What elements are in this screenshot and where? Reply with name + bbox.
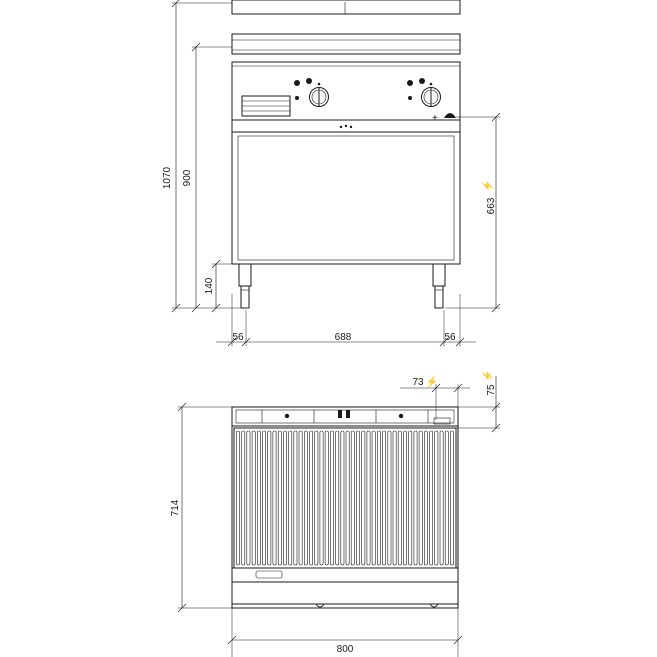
front-handle — [255, 570, 283, 579]
grill-bar — [392, 430, 397, 566]
dim-connection-y-label: 75 — [486, 384, 497, 396]
grill-bar — [309, 430, 314, 566]
grill-bar — [283, 430, 287, 566]
grill-bar — [376, 430, 381, 566]
front-view: + 1070 — [162, 0, 501, 347]
rear-control-strip — [231, 406, 459, 427]
grill-bar — [408, 430, 413, 566]
grill-bar — [429, 430, 434, 566]
electric-symbol-top: ⚡ — [426, 375, 438, 388]
dim-depth-label: 714 — [170, 499, 181, 516]
grill-bar — [277, 430, 282, 566]
connection-marker — [444, 113, 456, 118]
grill-bar — [298, 430, 303, 566]
dim-body-height-label: 900 — [182, 169, 193, 186]
grill-bar — [251, 430, 256, 566]
dim-connection-x: 73 ⚡ — [400, 375, 470, 420]
legs — [238, 263, 446, 309]
grill-bar — [236, 430, 240, 566]
grill-bar — [403, 430, 407, 566]
dim-bottom-widths: 56 688 56 — [216, 294, 476, 347]
grill-bar — [241, 430, 246, 566]
grill-bar — [303, 430, 308, 566]
grill-bar — [413, 430, 418, 566]
grill-bar — [335, 430, 340, 566]
grill-area — [233, 427, 457, 569]
plus-symbol: + — [432, 113, 438, 124]
grill-bar — [345, 430, 350, 566]
grill-bar — [350, 430, 355, 566]
grill-bar — [450, 430, 454, 566]
grill-bar — [382, 430, 387, 566]
grill-bar — [246, 430, 251, 566]
dim-depth: 714 — [170, 402, 232, 613]
top-view: 714 800 73 ⚡ 75 ⚡ — [170, 370, 501, 657]
grill-bar — [256, 430, 261, 566]
dim-inner-width-label: 688 — [335, 332, 352, 343]
grill-bar — [340, 430, 345, 566]
grill-bar — [434, 430, 439, 566]
grill-bar — [371, 430, 376, 566]
electric-symbol-front: ⚡ — [481, 180, 494, 192]
grill-bar — [439, 430, 444, 566]
grill-bar — [314, 430, 319, 566]
grill-bar — [267, 430, 272, 566]
left-control-knob — [294, 78, 329, 107]
electric-symbol-top-y: ⚡ — [481, 370, 494, 382]
open-cabinet — [231, 131, 461, 265]
dim-cabinet-height-label: 663 — [486, 197, 497, 214]
grill-bar — [366, 430, 371, 566]
grill-bar — [293, 430, 298, 566]
grill-bar — [324, 430, 329, 566]
dim-leg-height-label: 140 — [204, 277, 215, 294]
dim-leg-height: 140 — [204, 259, 239, 313]
grill-bar — [444, 430, 449, 566]
dim-width: 800 — [227, 608, 463, 657]
control-panel — [231, 61, 461, 121]
dim-left-offset-label: 56 — [232, 332, 244, 343]
dim-cabinet-height: 663 ⚡ — [445, 112, 501, 313]
dim-total-height: 1070 — [162, 0, 241, 313]
dim-connection-y: 75 ⚡ — [454, 370, 501, 433]
grill-bar — [387, 430, 392, 566]
dim-right-offset-label: 56 — [444, 332, 456, 343]
grill-bar — [272, 430, 277, 566]
front-band — [231, 567, 459, 583]
grill-bar — [262, 430, 267, 566]
grill-bar — [423, 430, 428, 566]
dim-total-height-label: 1070 — [162, 166, 173, 189]
grill-bar — [356, 430, 360, 566]
top-plate — [231, 0, 461, 15]
grill-bar — [418, 430, 423, 566]
upper-band — [231, 33, 461, 55]
grill-bars — [236, 430, 454, 566]
grill-bar — [288, 430, 293, 566]
dim-body-height: 900 — [182, 42, 232, 313]
grill-bar — [319, 430, 324, 566]
dim-connection-x-label: 73 — [412, 377, 424, 388]
grill-bar — [361, 430, 366, 566]
right-control-knob — [407, 78, 441, 107]
grill-bar — [330, 430, 334, 566]
dim-width-label: 800 — [337, 644, 354, 655]
grill-bar — [397, 430, 402, 566]
